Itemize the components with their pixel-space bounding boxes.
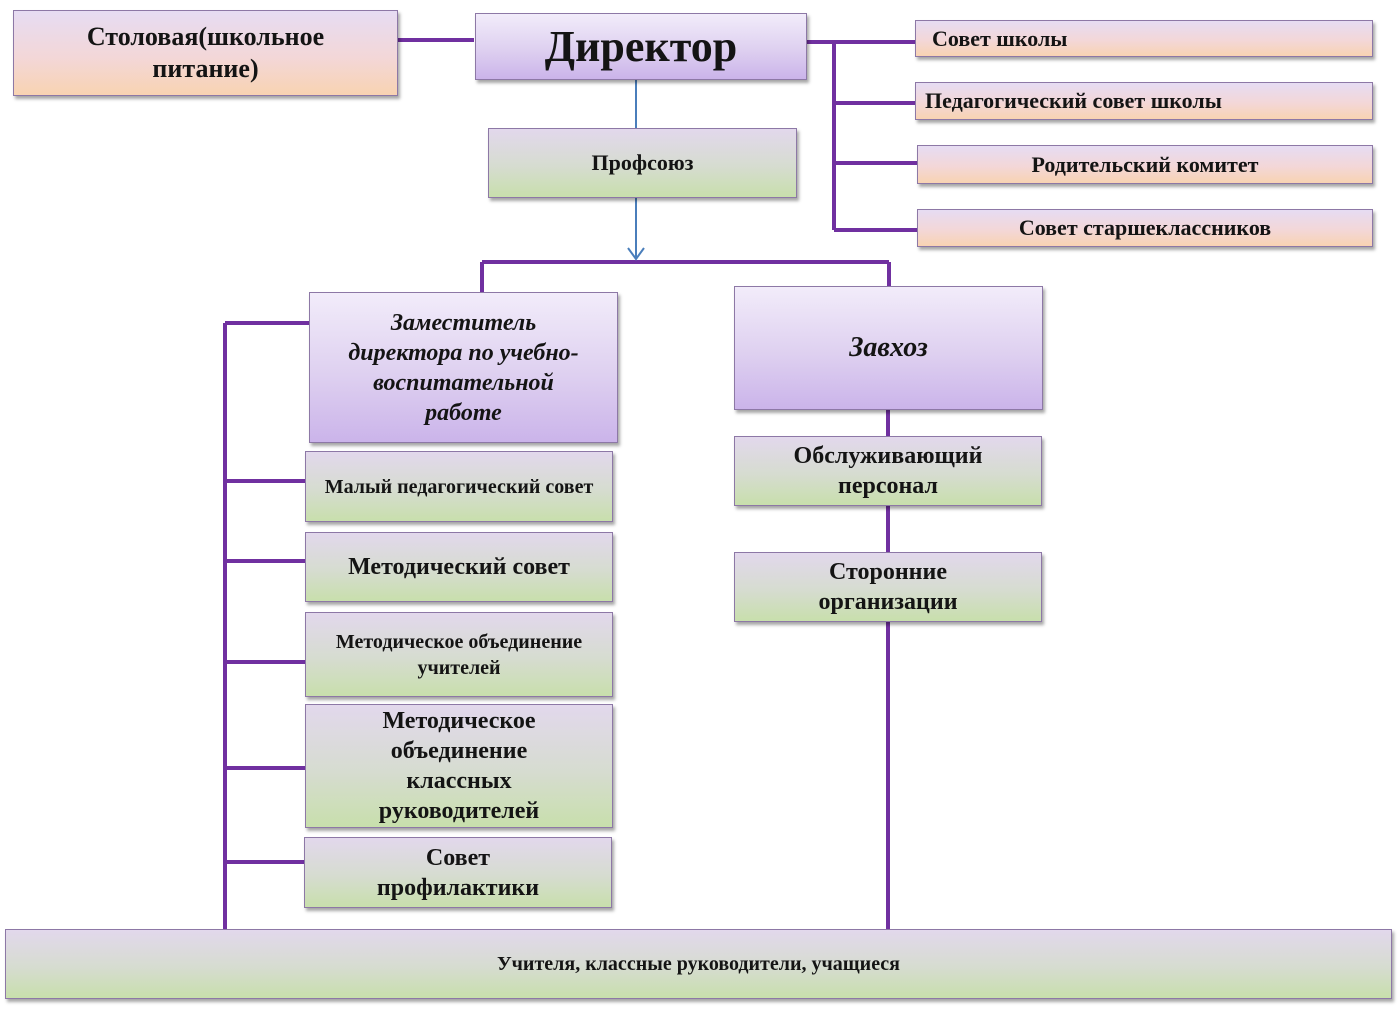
director-box: Директор <box>475 13 807 80</box>
arrow-head-icon <box>627 247 645 261</box>
council-label-4: Совет старшеклассников <box>1018 215 1272 240</box>
council-box-1: Совет школы <box>915 20 1373 57</box>
unit-label-4: Методическое объединение классных руково… <box>378 708 540 824</box>
unit-box-5: Совет профилактики <box>304 837 612 908</box>
unit-box-3: Методическое объединение учителей <box>305 612 613 697</box>
supply-unit-label-2: Сторонние организации <box>818 559 958 615</box>
unit-box-1: Малый педагогический совет <box>305 451 613 522</box>
director-label: Директор <box>544 22 738 71</box>
supply-unit-label-1: Обслуживающий персонал <box>793 443 983 499</box>
supply-manager-label: Завхоз <box>849 332 928 363</box>
council-box-2: Педагогический совет школы <box>915 82 1373 120</box>
supply-manager-box: Завхоз <box>734 286 1043 410</box>
unit-label-2: Методический совет <box>348 553 570 580</box>
deputy-label: Заместитель директора по учебно-воспитат… <box>348 309 579 426</box>
union-label: Профсоюз <box>591 150 694 175</box>
supply-unit-box-1: Обслуживающий персонал <box>734 436 1042 506</box>
unit-label-1: Малый педагогический совет <box>324 475 594 498</box>
canteen-box: Столовая(школьное питание) <box>13 10 398 96</box>
council-box-4: Совет старшеклассников <box>917 209 1373 247</box>
council-label-1: Совет школы <box>932 25 1068 51</box>
bottom-label: Учителя, классные руководители, учащиеся <box>496 952 901 975</box>
council-box-3: Родительский комитет <box>917 145 1373 184</box>
union-box: Профсоюз <box>488 128 797 198</box>
unit-box-4: Методическое объединение классных руково… <box>305 704 613 828</box>
unit-label-3: Методическое объединение учителей <box>335 630 583 679</box>
deputy-box: Заместитель директора по учебно-воспитат… <box>309 292 618 443</box>
supply-unit-box-2: Сторонние организации <box>734 552 1042 622</box>
arrow-lines <box>627 80 645 261</box>
council-label-2: Педагогический совет школы <box>925 88 1222 113</box>
canteen-label: Столовая(школьное питание) <box>86 22 325 83</box>
bottom-box: Учителя, классные руководители, учащиеся <box>5 929 1392 999</box>
council-label-3: Родительский комитет <box>1031 151 1259 177</box>
unit-box-2: Методический совет <box>305 532 613 602</box>
unit-label-5: Совет профилактики <box>376 844 540 901</box>
